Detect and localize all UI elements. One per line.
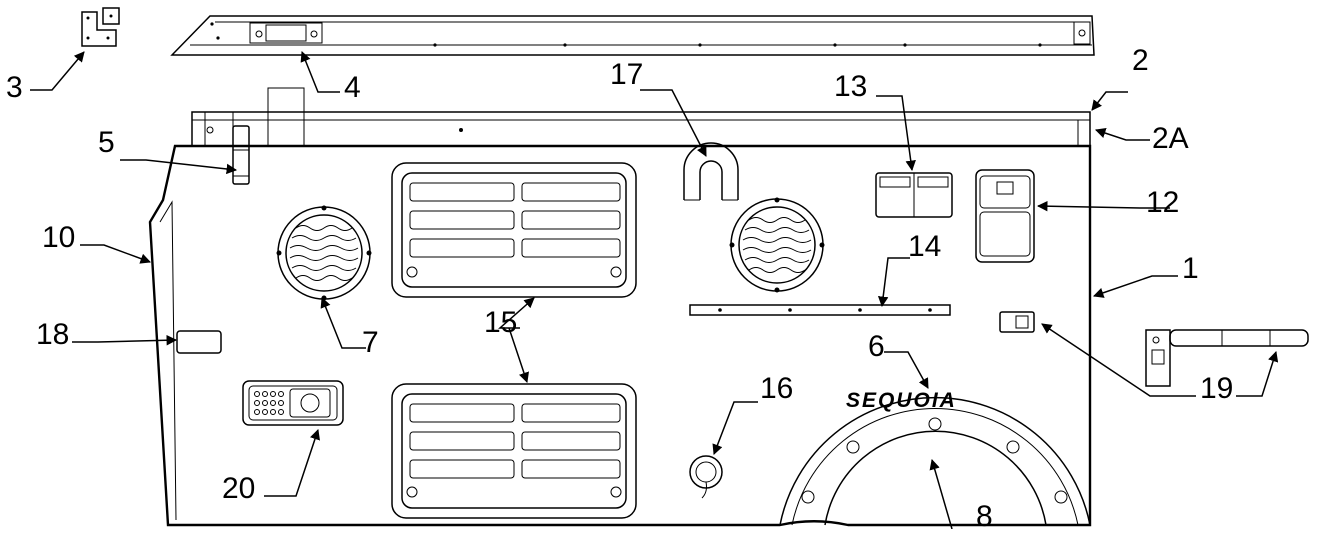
callout-2a: 2A <box>1152 122 1189 155</box>
latch-part <box>232 125 250 185</box>
top-rail-part <box>170 15 1095 56</box>
main-side-panel <box>148 144 1092 527</box>
lower-vent <box>391 383 637 519</box>
callout-17: 17 <box>610 58 643 91</box>
callout-2: 2 <box>1132 44 1149 77</box>
callout-5: 5 <box>98 126 115 159</box>
keypad-part <box>242 380 344 426</box>
callout-14: 14 <box>908 230 941 263</box>
upper-vent <box>391 162 637 298</box>
handle-part <box>1145 329 1309 387</box>
callout-19: 19 <box>1200 372 1233 405</box>
callout-12: 12 <box>1146 186 1179 219</box>
corner-bracket-part <box>81 7 120 47</box>
wheel-arch-part <box>779 396 1091 526</box>
panel-edge-trim <box>159 200 177 521</box>
callout-8: 8 <box>976 500 993 529</box>
small-switch-part <box>999 311 1035 333</box>
right-speaker <box>729 197 825 293</box>
callout-20: 20 <box>222 472 255 505</box>
callout-1: 1 <box>1182 252 1199 285</box>
callout-13: 13 <box>834 70 867 103</box>
mounting-bar-part <box>689 304 951 316</box>
panel-top-rail <box>191 87 1091 147</box>
callout-6: 6 <box>868 330 885 363</box>
switch-block-part <box>875 172 953 218</box>
callout-15: 15 <box>484 306 517 339</box>
callout-4: 4 <box>344 71 361 104</box>
u-bracket-part <box>683 142 739 201</box>
callout-10: 10 <box>42 221 75 254</box>
callout-18: 18 <box>36 318 69 351</box>
round-fitting-part <box>689 455 723 499</box>
brand-logo-text: SEQUOIA <box>846 389 957 412</box>
callout-3: 3 <box>6 71 23 104</box>
callout-7: 7 <box>362 326 379 359</box>
control-box-part <box>975 169 1035 263</box>
leader-lines <box>30 51 1279 530</box>
callout-16: 16 <box>760 372 793 405</box>
